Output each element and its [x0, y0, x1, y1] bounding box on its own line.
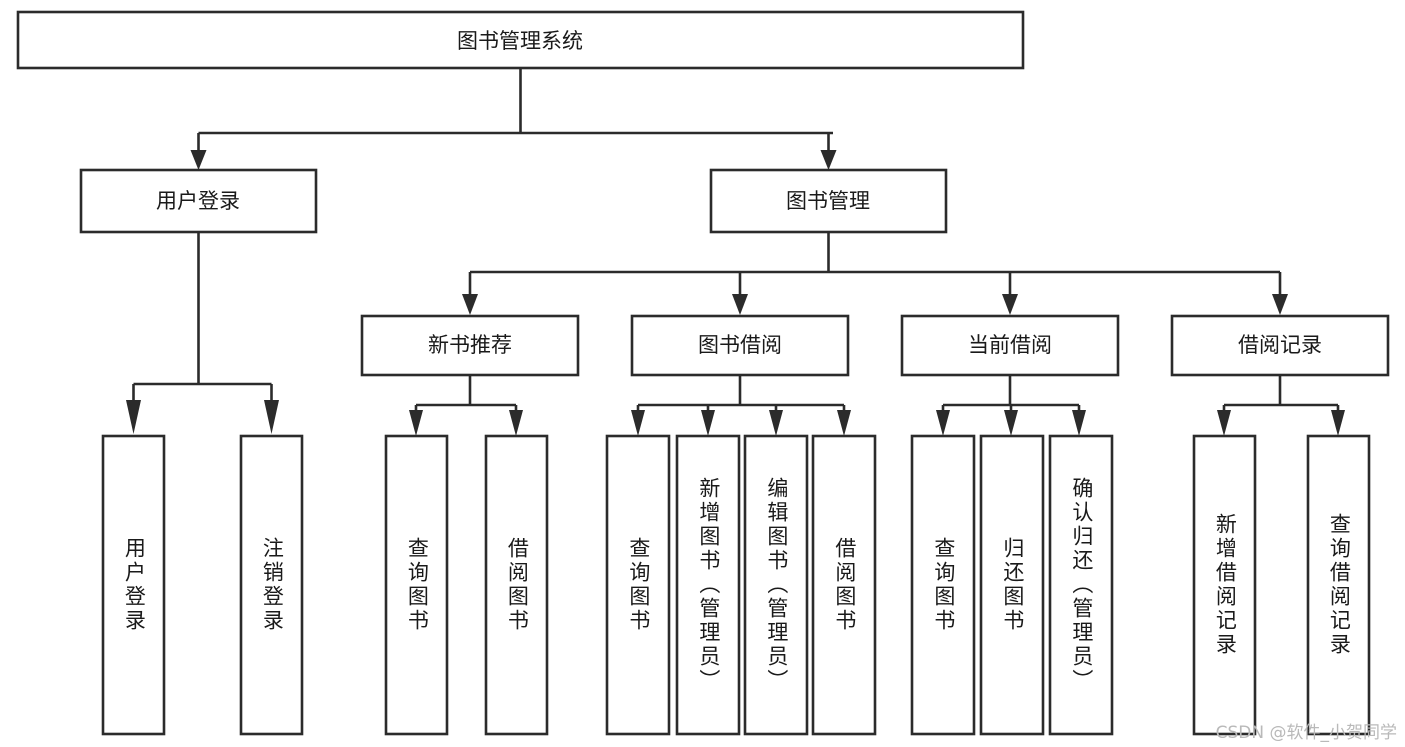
node-book-manage-label: 图书管理 — [786, 189, 870, 213]
node-borrow-record-box[interactable] — [1170, 314, 1390, 377]
leaf-current-borrow-2[interactable]: 确认归还（管理员） — [1048, 434, 1114, 736]
leaf-book-borrow-3[interactable]: 借阅图书 — [811, 434, 877, 736]
leaf-new-book-0[interactable]: 查询图书 — [384, 434, 449, 736]
arrow-head-user-login — [190, 150, 207, 170]
leaf-book-borrow-0-label: 查询图书 — [626, 537, 651, 633]
leaf-new-book-0-label: 查询图书 — [405, 537, 430, 633]
leaf-book-borrow-1[interactable]: 新增图书（管理员） — [675, 434, 741, 736]
node-user-login-label: 用户登录 — [156, 189, 240, 213]
leaf-new-book-0-box[interactable] — [384, 434, 449, 736]
node-borrow-record-label: 借阅记录 — [1238, 333, 1322, 357]
arrow-head-current-borrow-1 — [1004, 410, 1018, 436]
node-root-label: 图书管理系统 — [457, 29, 583, 53]
leaf-book-borrow-2-label: 编辑图书（管理员） — [764, 477, 789, 693]
leaf-current-borrow-0-label: 查询图书 — [931, 537, 956, 633]
leaf-borrow-record-0-label: 新增借阅记录 — [1213, 513, 1238, 657]
arrow-head-user-login-0 — [126, 400, 141, 434]
leaf-current-borrow-1[interactable]: 归还图书 — [979, 434, 1045, 736]
arrow-head-borrow-record — [1272, 294, 1288, 315]
leaf-current-borrow-2-label: 确认归还（管理员） — [1069, 477, 1094, 693]
node-book-manage-box[interactable] — [709, 168, 948, 234]
leaf-book-borrow-0[interactable]: 查询图书 — [605, 434, 671, 736]
leaf-user-login-0-box[interactable] — [101, 434, 166, 736]
leaf-borrow-record-1[interactable]: 查询借阅记录 — [1306, 434, 1371, 736]
leaf-book-borrow-1-label: 新增图书（管理员） — [696, 477, 721, 693]
leaf-new-book-1[interactable]: 借阅图书 — [484, 434, 549, 736]
arrow-head-new-book-0 — [409, 410, 423, 436]
leaf-book-borrow-0-box[interactable] — [605, 434, 671, 736]
leaf-user-login-1-label: 注销登录 — [260, 537, 285, 633]
arrow-head-user-login-1 — [264, 400, 279, 434]
leaf-current-borrow-2-box[interactable] — [1048, 434, 1114, 736]
leaf-user-login-0-label: 用户登录 — [122, 537, 147, 633]
csdn-watermark: CSDN @软件_小贺同学 — [1215, 723, 1397, 743]
leaf-new-book-1-label: 借阅图书 — [505, 537, 530, 633]
node-current-borrow-box[interactable] — [900, 314, 1120, 377]
node-current-borrow-label: 当前借阅 — [968, 333, 1052, 357]
arrow-head-borrow-record-1 — [1331, 410, 1345, 436]
connectors — [126, 68, 1345, 436]
node-root-box[interactable] — [16, 10, 1025, 70]
node-new-book-recommend-box[interactable] — [360, 314, 580, 377]
leaf-user-login-1-box[interactable] — [239, 434, 304, 736]
leaf-new-book-1-box[interactable] — [484, 434, 549, 736]
node-borrow-record[interactable]: 借阅记录 — [1170, 314, 1390, 377]
node-user-login-box[interactable] — [79, 168, 318, 234]
node-root[interactable]: 图书管理系统 — [16, 10, 1025, 70]
node-book-borrow-label: 图书借阅 — [698, 333, 782, 357]
arrow-head-new-book — [462, 294, 478, 315]
leaf-borrow-record-0[interactable]: 新增借阅记录 — [1192, 434, 1257, 736]
leaf-current-borrow-1-box[interactable] — [979, 434, 1045, 736]
arrow-head-book-borrow — [732, 294, 748, 315]
leaf-borrow-record-0-box[interactable] — [1192, 434, 1257, 736]
node-current-borrow[interactable]: 当前借阅 — [900, 314, 1120, 377]
leaf-current-borrow-1-label: 归还图书 — [1000, 537, 1025, 633]
leaf-borrow-record-1-label: 查询借阅记录 — [1327, 513, 1352, 657]
arrow-head-borrow-record-0 — [1217, 410, 1231, 436]
node-book-borrow-box[interactable] — [630, 314, 850, 377]
arrow-head-book-borrow-3 — [837, 410, 851, 436]
arrow-head-book-manage — [820, 150, 837, 170]
leaf-book-borrow-3-box[interactable] — [811, 434, 877, 736]
arrow-head-new-book-1 — [509, 410, 523, 436]
leaf-user-login-0[interactable]: 用户登录 — [101, 434, 166, 736]
leaf-current-borrow-0-box[interactable] — [910, 434, 976, 736]
leaf-book-borrow-1-box[interactable] — [675, 434, 741, 736]
leaf-borrow-record-1-box[interactable] — [1306, 434, 1371, 736]
arrow-head-book-borrow-2 — [769, 410, 783, 436]
arrow-head-current-borrow-2 — [1072, 410, 1086, 436]
node-book-manage[interactable]: 图书管理 — [709, 168, 948, 234]
arrow-head-book-borrow-0 — [631, 410, 645, 436]
leaf-book-borrow-3-label: 借阅图书 — [832, 537, 857, 633]
node-new-book-recommend-label: 新书推荐 — [428, 333, 512, 357]
leaf-user-login-1[interactable]: 注销登录 — [239, 434, 304, 736]
leaf-current-borrow-0[interactable]: 查询图书 — [910, 434, 976, 736]
node-user-login[interactable]: 用户登录 — [79, 168, 318, 234]
node-new-book-recommend[interactable]: 新书推荐 — [360, 314, 580, 377]
arrow-head-current-borrow-0 — [936, 410, 950, 436]
leaf-book-borrow-2-box[interactable] — [743, 434, 809, 736]
leaf-book-borrow-2[interactable]: 编辑图书（管理员） — [743, 434, 809, 736]
arrow-head-current-borrow — [1002, 294, 1018, 315]
node-book-borrow[interactable]: 图书借阅 — [630, 314, 850, 377]
arrow-head-book-borrow-1 — [701, 410, 715, 436]
